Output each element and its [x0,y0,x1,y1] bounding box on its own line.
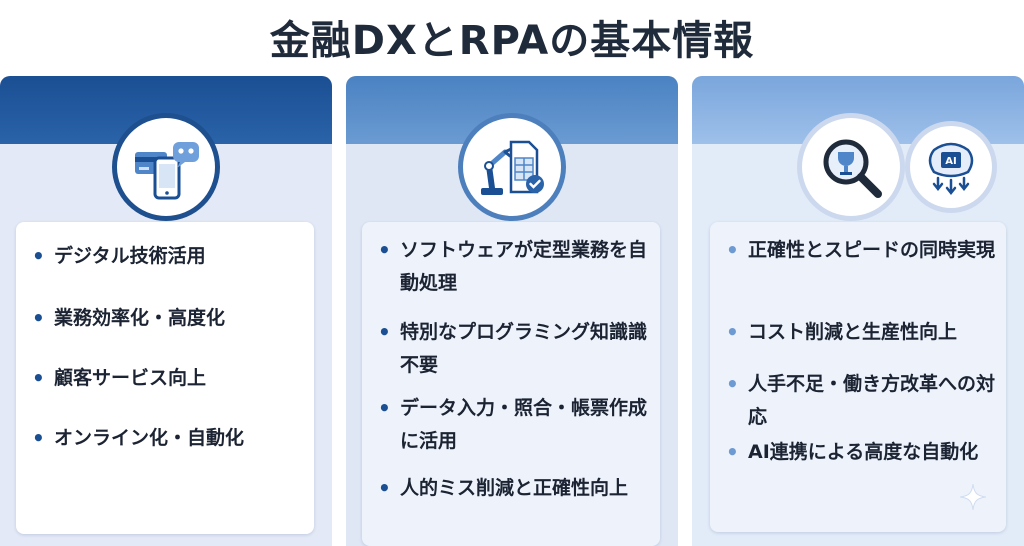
list-item: • 顧客サービス向上 [32,366,207,390]
rpa-badge [463,118,561,216]
column-rpa: • ソフトウェアが定型業務を自動処理 • 特別なプログラミング知識識不要 • デ… [346,76,678,546]
list-item: • コスト削減と生産性向上 [726,320,958,344]
robot-arm-icon [481,147,513,195]
list-item: • データ入力・照合・帳票作成に活用 [378,396,648,452]
check-badge-icon [526,175,544,193]
fintech-badge [117,118,215,216]
list-item: • AI連携による高度な自動化 [726,440,979,464]
ai-brain-icon: AI [928,142,974,196]
list-item: • オンライン化・自動化 [32,426,245,450]
feature-card: • ソフトウェアが定型業務を自動処理 • 特別なプログラミング知識識不要 • デ… [362,222,660,546]
feature-card: • デジタル技術活用 • 業務効率化・高度化 • 顧客サービス向上 • オンライ… [16,222,314,534]
list-item: • 正確性とスピードの同時実現 [726,238,996,262]
feature-card: • 正確性とスピードの同時実現 • コスト削減と生産性向上 • 人手不足・働き方… [710,222,1006,532]
smartphone-icon [153,156,181,200]
magnifier-icon [823,139,882,198]
chatbot-icon [173,142,199,168]
column-benefits: AI • 正確性とスピードの同時実現 • コスト削減と生産性向上 • 人手不足・… [692,76,1024,546]
list-item: • 人手不足・働き方改革への対応 [726,372,996,428]
list-item: • 人的ミス削減と正確性向上 [378,476,629,500]
list-item: • 特別なプログラミング知識識不要 [378,320,648,376]
analysis-badge [802,118,900,216]
list-item: • 業務効率化・高度化 [32,306,226,330]
sparkle-icon [960,484,986,510]
list-item: • ソフトウェアが定型業務を自動処理 [378,238,648,294]
column-financial-dx: • デジタル技術活用 • 業務効率化・高度化 • 顧客サービス向上 • オンライ… [0,76,332,546]
spreadsheet-icon [509,140,539,194]
list-item: • デジタル技術活用 [32,244,206,268]
trophy-icon [838,152,854,175]
page-title: 金融DXとRPAの基本情報 [269,18,755,64]
svg-text:AI: AI [945,156,956,167]
ai-badge: AI [910,126,992,208]
